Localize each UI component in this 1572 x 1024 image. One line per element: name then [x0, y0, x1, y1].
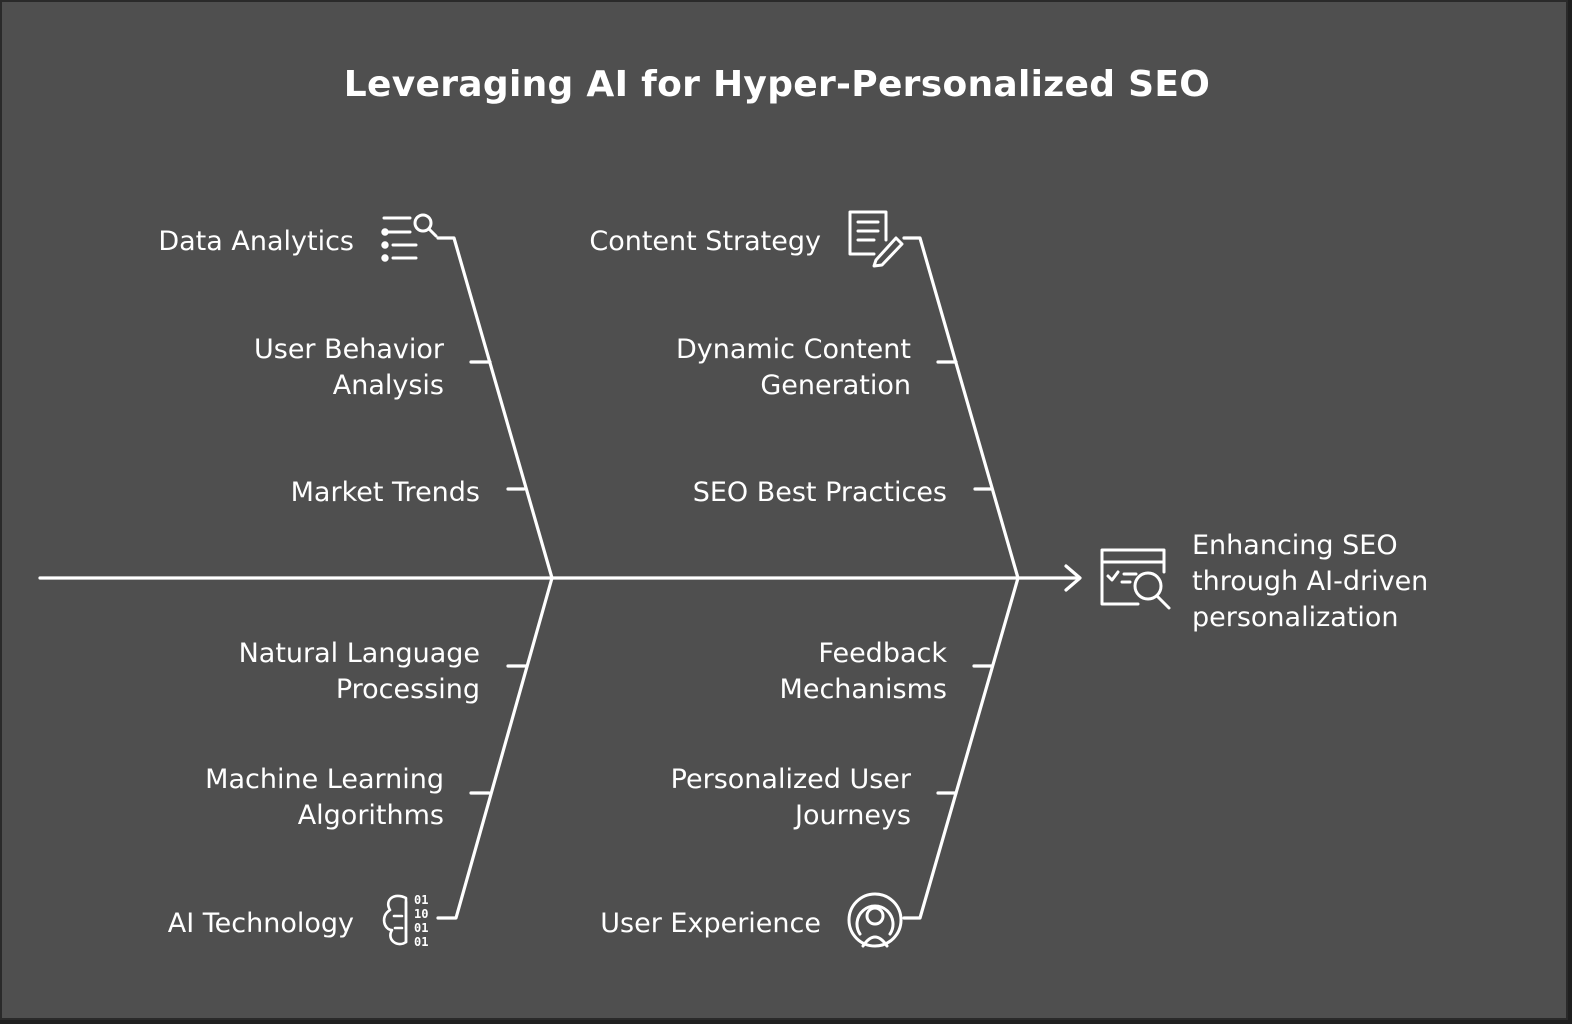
effect-label: Enhancing SEO through AI-driven personal… — [1192, 528, 1532, 636]
rib-ai-technology — [436, 576, 554, 920]
svg-text:01: 01 — [414, 935, 428, 949]
cause-dynamic-content-generation: Dynamic Content Generation — [676, 332, 911, 404]
cause-personalized-user-journeys: Personalized User Journeys — [671, 762, 911, 834]
cause-feedback-mechanisms: Feedback Mechanisms — [780, 636, 947, 708]
category-label-data-analytics: Data Analytics — [158, 226, 354, 257]
effect-line: through AI-driven — [1192, 566, 1429, 597]
brain-binary-icon — [382, 894, 408, 946]
category-label-ai-technology: AI Technology — [167, 908, 354, 939]
cause-market-trends: Market Trends — [290, 477, 480, 508]
svg-text:01: 01 — [414, 921, 428, 935]
rib-data-analytics — [436, 236, 554, 580]
document-pencil-icon — [848, 210, 904, 268]
rib-content-strategy — [902, 236, 1020, 580]
checklist-search-icon — [381, 213, 438, 262]
cause-line: Algorithms — [297, 800, 444, 831]
search-analysis-icon — [1100, 548, 1171, 610]
cause-line: Feedback — [818, 638, 947, 669]
cause-line: Personalized User — [670, 764, 911, 795]
diagram-title: Leveraging AI for Hyper-Personalized SEO — [343, 64, 1211, 105]
category-label-content-strategy: Content Strategy — [589, 226, 821, 257]
cause-user-behavior-analysis: User Behavior Analysis — [254, 332, 444, 404]
cause-line: Processing — [335, 674, 480, 705]
cause-line: User Behavior — [253, 334, 444, 365]
spine-line — [38, 575, 1080, 580]
cause-line: Generation — [760, 370, 911, 401]
cause-line: Dynamic Content — [675, 334, 911, 365]
cause-line: Analysis — [332, 370, 444, 401]
effect-line: personalization — [1192, 602, 1399, 633]
cause-natural-language-processing: Natural Language Processing — [239, 636, 480, 708]
cause-machine-learning-algorithms: Machine Learning Algorithms — [205, 762, 444, 834]
cause-line: Mechanisms — [779, 674, 947, 705]
category-label-user-experience: User Experience — [600, 908, 821, 939]
cause-line: Machine Learning — [205, 764, 444, 795]
cause-line: Natural Language — [238, 638, 480, 669]
binary-digits: 01 10 01 01 — [414, 893, 428, 949]
cause-seo-best-practices: SEO Best Practices — [692, 477, 947, 508]
cause-line: Journeys — [795, 800, 911, 831]
user-broadcast-icon — [847, 892, 903, 948]
rib-user-experience — [902, 576, 1020, 920]
spine-arrowhead — [1064, 564, 1082, 592]
svg-text:10: 10 — [414, 907, 428, 921]
svg-text:01: 01 — [414, 893, 428, 907]
effect-line: Enhancing SEO — [1192, 530, 1398, 561]
